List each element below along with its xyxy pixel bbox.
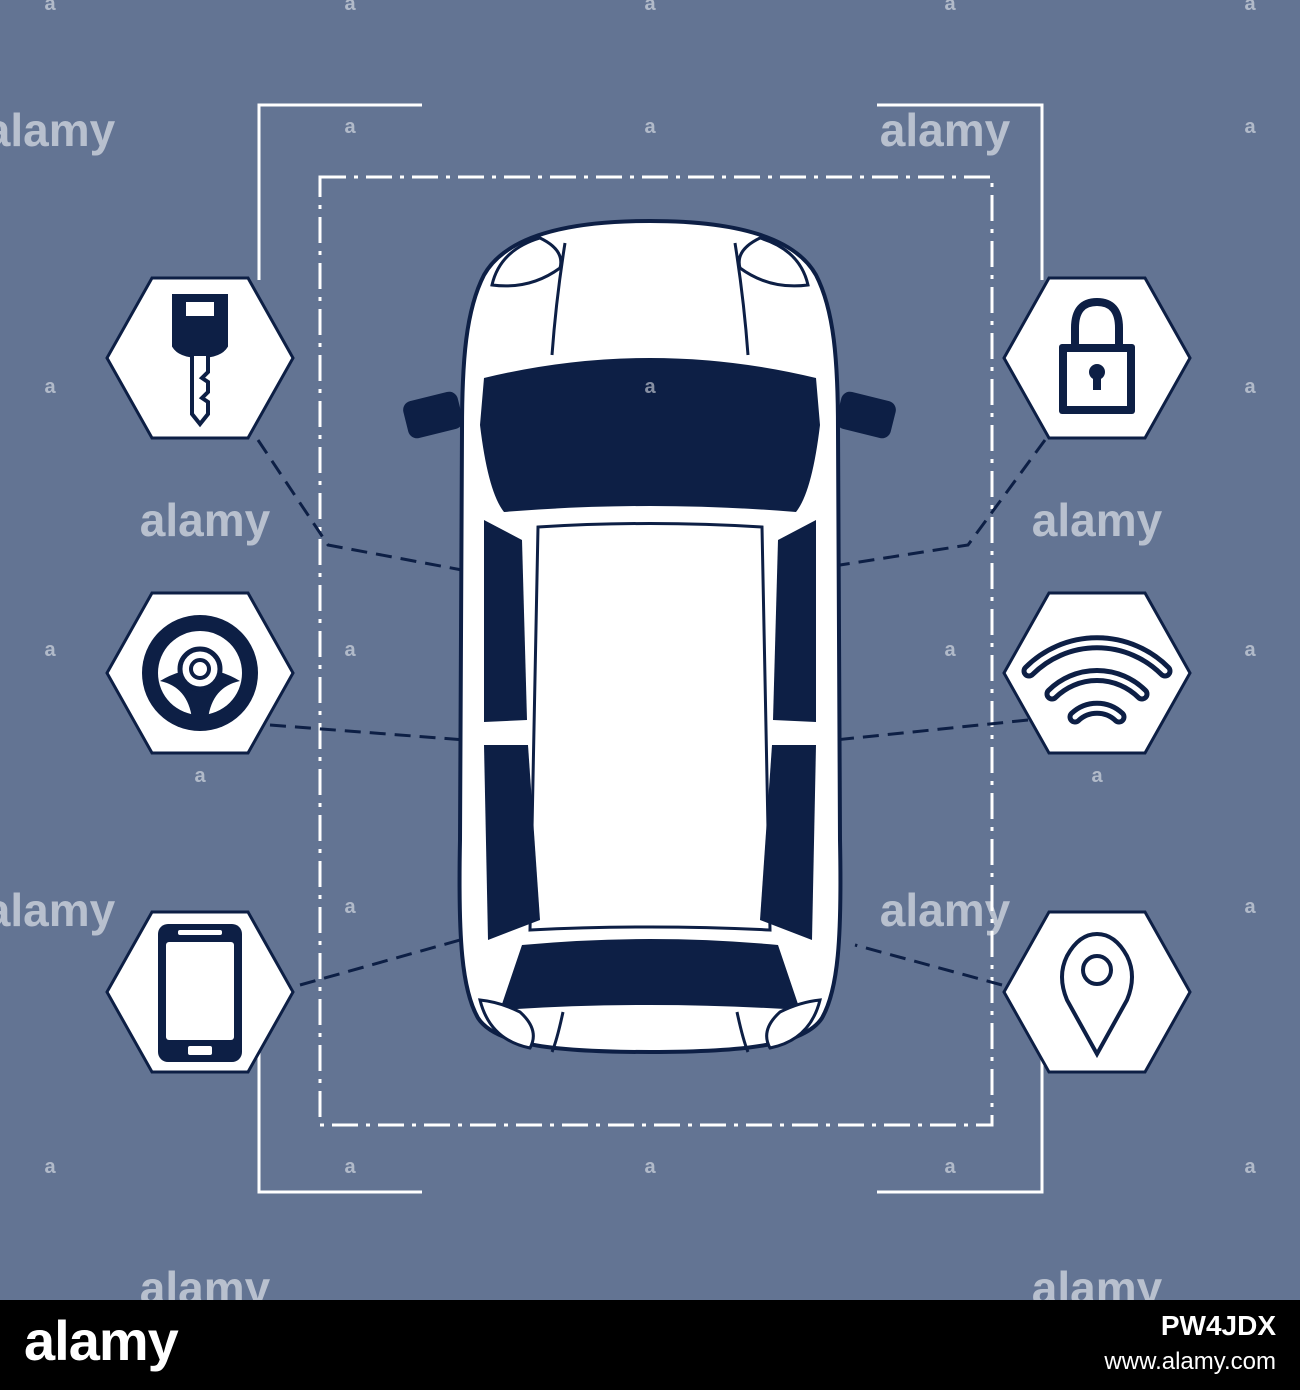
watermark-mark: a <box>1091 765 1103 787</box>
hex-key <box>105 276 295 440</box>
bracket-bottom-right <box>877 1000 1044 1194</box>
windshield <box>480 358 820 512</box>
footer-url-link[interactable]: www.alamy.com <box>1104 1348 1276 1375</box>
connector-lock <box>839 439 1047 567</box>
watermark-mark: a <box>44 1156 56 1178</box>
watermark-mark: a <box>44 376 56 398</box>
watermark-mark: a <box>644 1156 656 1178</box>
hex-phone <box>105 910 295 1074</box>
connector-steering <box>269 723 466 742</box>
car-key-icon <box>172 294 228 428</box>
watermark-layer: alamy alamy alamy alamy alamy alamy alam… <box>0 0 1256 1300</box>
watermark-mark: a <box>944 1156 956 1178</box>
headlight-right <box>737 236 810 288</box>
headlight-left <box>490 236 563 288</box>
bracket-bottom-left <box>257 1000 422 1194</box>
rear-window <box>500 939 800 1010</box>
steering-wheel-icon <box>142 615 258 731</box>
padlock-icon <box>1059 297 1135 414</box>
watermark-text: alamy <box>0 104 116 156</box>
window-left-rear <box>484 745 540 940</box>
watermark-mark: a <box>644 376 656 398</box>
watermark-mark: a <box>1244 116 1256 138</box>
watermark-mark: a <box>344 639 356 661</box>
watermark-mark: a <box>194 765 206 787</box>
frame-brackets <box>257 103 1044 1194</box>
stock-footer-bar: alamy PW4JDX www.alamy.com <box>0 1300 1300 1390</box>
footer-brand-logo: alamy <box>24 1309 179 1372</box>
bracket-top-left <box>257 103 422 280</box>
watermark-mark: a <box>644 896 656 918</box>
watermark-mark: a <box>1244 0 1256 15</box>
watermark-mark: a <box>944 639 956 661</box>
image-id-label: PW4JDX <box>1160 1310 1276 1341</box>
taillight-left <box>478 998 535 1050</box>
window-right-front <box>773 520 816 722</box>
connector-lines <box>256 439 1047 987</box>
hex-pin <box>1002 910 1192 1074</box>
dash-dot-frame <box>318 175 994 1127</box>
watermark-text: alamy <box>140 494 271 546</box>
watermark-mark: a <box>344 1156 356 1178</box>
watermark-mark: a <box>644 116 656 138</box>
watermark-text: alamy <box>880 884 1011 936</box>
connected-car-illustration: alamy alamy alamy alamy alamy alamy alam… <box>0 0 1300 1300</box>
watermark-mark: a <box>44 0 56 15</box>
footer-meta: PW4JDX www.alamy.com <box>1104 1310 1276 1376</box>
connector-wifi <box>834 718 1029 742</box>
watermark-mark: a <box>644 0 656 15</box>
hood-lines <box>550 242 750 1053</box>
hex-wifi <box>1002 591 1192 755</box>
connector-pin <box>854 943 1003 987</box>
watermark-text: alamy <box>880 104 1011 156</box>
window-right-rear <box>760 745 816 940</box>
watermark-mark: a <box>344 116 356 138</box>
watermark-text: alamy <box>1032 1262 1163 1300</box>
watermark-text: alamy <box>1032 494 1163 546</box>
watermark-mark: a <box>344 0 356 15</box>
taillight-right <box>765 998 822 1050</box>
side-mirror-right <box>836 391 896 439</box>
watermark-mark: a <box>44 639 56 661</box>
hex-lock <box>1002 276 1192 440</box>
watermark-text: alamy <box>140 1262 271 1300</box>
car-top-view <box>403 218 896 1055</box>
watermark-mark: a <box>1244 639 1256 661</box>
watermark-mark: a <box>344 896 356 918</box>
watermark-text: alamy <box>0 884 116 936</box>
watermark-mark: a <box>1244 1156 1256 1178</box>
connector-phone <box>299 938 461 987</box>
watermark-mark: a <box>1244 896 1256 918</box>
location-pin-icon <box>1060 931 1134 1059</box>
hex-steering <box>105 591 295 755</box>
smartphone-icon <box>158 924 242 1062</box>
watermark-mark: a <box>1244 376 1256 398</box>
watermark-mark: a <box>944 0 956 15</box>
roof-panel <box>528 522 772 932</box>
side-mirror-left <box>403 391 463 439</box>
connector-key <box>256 439 463 572</box>
window-left-front <box>484 520 527 722</box>
bracket-top-right <box>877 103 1044 280</box>
